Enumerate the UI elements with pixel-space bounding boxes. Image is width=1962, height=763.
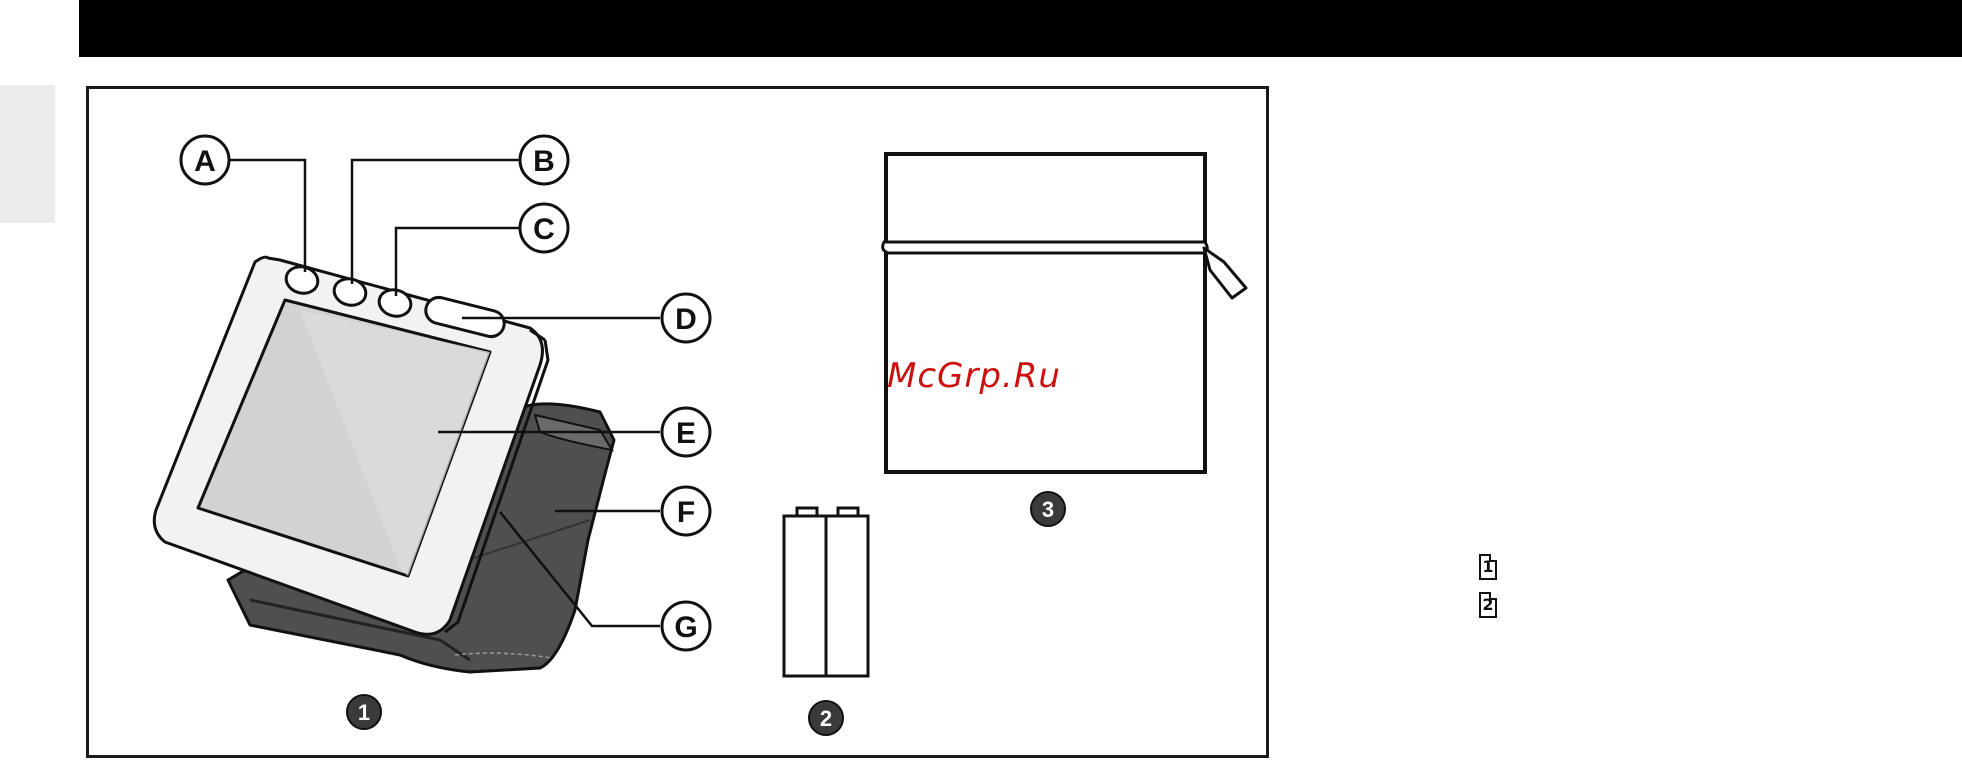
item-number-case: 3 [1031,492,1065,526]
zipper-pull [1204,248,1246,298]
callout-g: G [662,602,710,650]
storage-case [883,154,1246,472]
callout-d-label: D [675,303,697,336]
callout-f: F [662,487,710,535]
callout-f-label: F [677,496,695,529]
callout-d: D [662,294,710,342]
callout-e-label: E [676,417,696,450]
item-number-batteries-label: 2 [820,706,832,731]
callout-a-label: A [194,145,216,178]
callout-b: B [520,136,568,184]
page-marker-1: 1 [1476,553,1500,581]
item-number-batteries: 2 [809,701,843,735]
callout-g-label: G [674,611,697,644]
item-number-monitor: 1 [347,695,381,729]
callout-c: C [520,204,568,252]
batteries [784,508,868,676]
page-marker-2-icon: 2 [1479,592,1497,618]
page-marker-1-icon: 1 [1479,554,1497,580]
callout-e: E [662,408,710,456]
watermark-text: McGrp.Ru [887,356,1061,396]
callout-a: A [181,136,229,184]
item-number-monitor-label: 1 [358,700,370,725]
callout-c-label: C [533,213,555,246]
callout-b-label: B [533,145,555,178]
page-marker-2: 2 [1476,591,1500,619]
item-number-case-label: 3 [1042,497,1054,522]
